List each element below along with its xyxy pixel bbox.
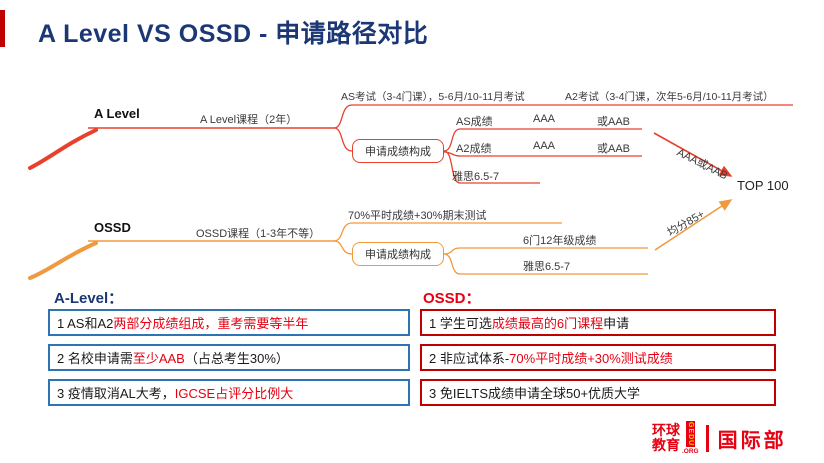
- ossd-composition-box: 申请成绩构成: [352, 242, 444, 266]
- alevel-ielts-label: 雅思6.5-7: [452, 171, 500, 183]
- ossd-branch-label: OSSD: [94, 220, 131, 235]
- brand-logo: 环球 教育 GEDU .ORG 国际部: [652, 421, 787, 455]
- brand-org-text: .ORG: [682, 448, 699, 455]
- note-text: 申请: [603, 316, 630, 331]
- note-text: 1 AS和A2: [57, 316, 114, 331]
- alevel-point-3: 3 疫情取消AL大考，IGCSE占评分比例大: [48, 379, 410, 406]
- brand-cn-line1: 环球: [652, 421, 680, 438]
- note-text: 3 免IELTS成绩申请全球50+优质大学: [429, 386, 641, 401]
- note-highlight: IGCSE占评分比例大: [174, 386, 294, 401]
- note-text: 2 名校申请需: [57, 351, 133, 366]
- alevel-arrow: [653, 132, 733, 177]
- as-score-aaa: AAA: [533, 113, 556, 125]
- brand-logo-cn: 环球 教育: [652, 421, 680, 453]
- ossd-course-label: OSSD课程（1-3年不等）: [196, 228, 321, 240]
- brand-gedu-block: GEDU .ORG: [682, 421, 699, 455]
- top100-label: TOP 100: [737, 178, 789, 193]
- note-text: 1 学生可选: [429, 316, 492, 331]
- alevel-flow-lines: [28, 104, 793, 184]
- brand-department: 国际部: [717, 429, 787, 452]
- a2-exam-label: A2考试（3-4门课，次年5-6月/10-11月考试）: [565, 91, 774, 103]
- ossd-grade12-label: 6门12年级成绩: [523, 235, 597, 247]
- ossd-ielts-label: 雅思6.5-7: [523, 261, 571, 273]
- note-highlight: 成绩最高的6门课程: [491, 316, 604, 331]
- alevel-point-2: 2 名校申请需至少AAB（占总考生30%）: [48, 344, 410, 371]
- brand-gedu-text: GEDU: [685, 421, 695, 447]
- a2-score-aaa: AAA: [533, 140, 556, 152]
- brand-cn-line2: 教育: [652, 437, 680, 453]
- as-score-label: AS成绩: [456, 116, 493, 128]
- ossd-flow-lines: [28, 199, 733, 280]
- ossd-point-3: 3 免IELTS成绩申请全球50+优质大学: [420, 379, 776, 406]
- a2-score-label: A2成绩: [456, 143, 492, 155]
- note-highlight: 至少AAB: [132, 351, 185, 366]
- ossd-section-heading: OSSD：: [423, 290, 481, 307]
- ossd-point-2: 2 非应试体系- 70%平时成绩+30%测试成绩: [420, 344, 776, 371]
- as-score-aab: 或AAB: [597, 116, 631, 128]
- a2-score-aab: 或AAB: [597, 143, 631, 155]
- alevel-branch-label: A Level: [94, 106, 140, 121]
- title-accent-bar: [0, 10, 5, 47]
- note-text: 3 疫情取消AL大考，: [57, 386, 175, 401]
- note-highlight: 两部分成绩组成，重考需要等半年: [113, 316, 309, 331]
- brand-divider: [705, 424, 709, 452]
- note-text: （占总考生30%）: [184, 351, 289, 366]
- note-highlight: 70%平时成绩+30%测试成绩: [509, 351, 673, 366]
- page-title: A Level VS OSSD - 申请路径对比: [38, 20, 429, 48]
- as-exam-label: AS考试（3-4门课），5-6月/10-11月考试: [341, 91, 525, 103]
- alevel-composition-box: 申请成绩构成: [352, 139, 444, 163]
- alevel-section-heading: A-Level：: [54, 290, 124, 307]
- ossd-grading-label: 70%平时成绩+30%期末测试: [348, 210, 487, 222]
- alevel-course-label: A Level课程（2年）: [200, 114, 298, 126]
- ossd-point-1: 1 学生可选成绩最高的6门课程申请: [420, 309, 776, 336]
- note-text: 2 非应试体系-: [429, 351, 510, 366]
- ossd-arrow: [654, 199, 733, 251]
